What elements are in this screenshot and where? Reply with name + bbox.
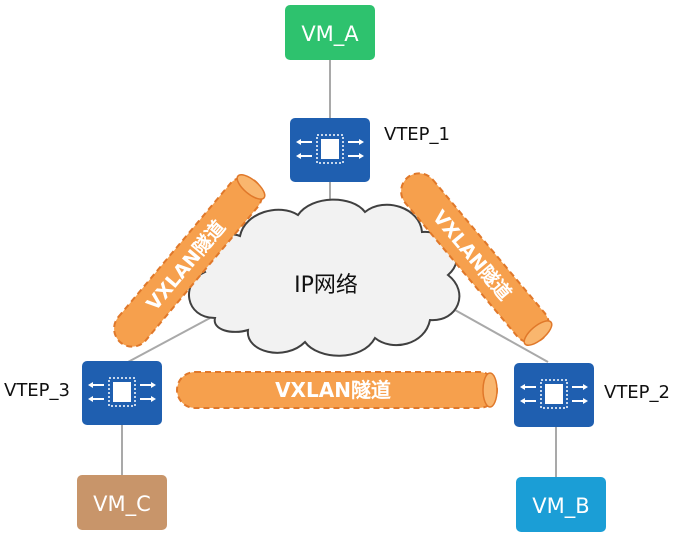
vtep-1-switch[interactable] xyxy=(290,118,370,182)
tunnel-label: VXLAN隧道 xyxy=(275,378,391,402)
tunnel-end-cap xyxy=(482,372,498,408)
tunnel-end-cap xyxy=(523,320,553,346)
vm-c-node[interactable]: VM_C xyxy=(77,475,167,530)
tunnel-end-cap xyxy=(236,174,266,200)
vm-c-label: VM_C xyxy=(93,492,151,517)
vtep-2-switch[interactable] xyxy=(514,363,594,427)
switch-icon xyxy=(88,377,156,407)
links xyxy=(121,60,557,477)
vtep-2-label: VTEP_2 xyxy=(604,382,670,403)
switch-icon xyxy=(520,379,588,409)
link-cloud-vtep3 xyxy=(127,317,211,363)
vm-a-label: VM_A xyxy=(301,22,359,47)
vm-c-box xyxy=(77,475,167,530)
switch-icon xyxy=(296,134,364,164)
vtep-3-label: VTEP_3 xyxy=(4,380,70,401)
tunnel-vtep3-vtep2: VXLAN隧道 xyxy=(176,371,498,409)
vm-a-node[interactable]: VM_A xyxy=(285,5,375,60)
vm-b-box xyxy=(516,477,606,532)
vm-a-box xyxy=(285,5,375,60)
cloud-label: IP网络 xyxy=(294,273,358,298)
vm-b-label: VM_B xyxy=(532,494,589,519)
tunnel-body xyxy=(113,176,263,348)
link-cloud-vtep2 xyxy=(454,309,549,363)
ip-network-cloud: IP网络 xyxy=(188,198,461,357)
vm-b-node[interactable]: VM_B xyxy=(516,477,606,532)
vtep-1-label: VTEP_1 xyxy=(384,124,450,145)
vtep-3-switch[interactable] xyxy=(82,361,162,425)
